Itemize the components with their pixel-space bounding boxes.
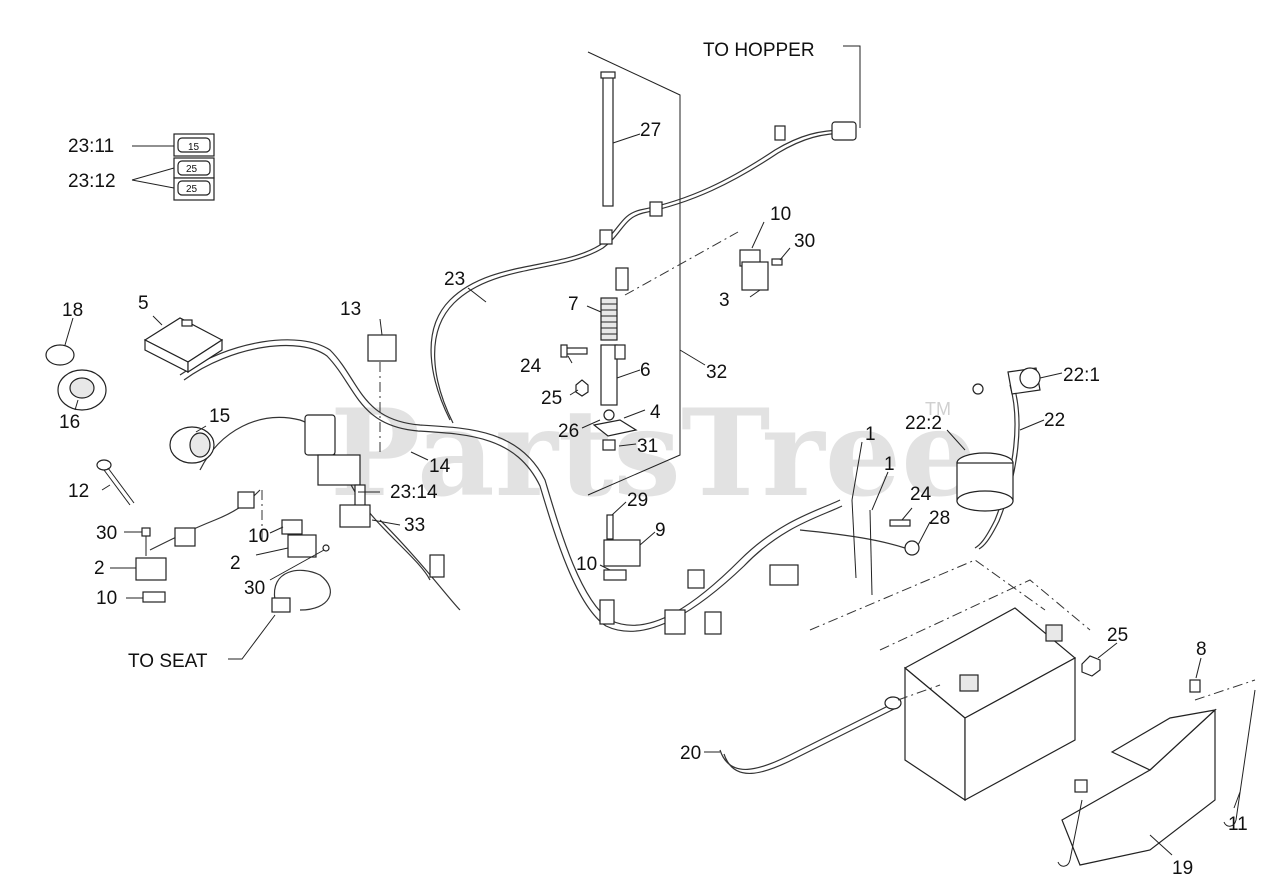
connector-label-25a: 25: [186, 164, 198, 175]
nut-25-right: [1081, 655, 1101, 677]
part-number: 10: [248, 526, 269, 547]
bolt-24-and-nut-25: [560, 344, 589, 397]
seat-switch-cable: [271, 569, 331, 613]
switch-2-middle: [261, 490, 330, 558]
part-number: 5: [138, 293, 149, 314]
main-wiring-harness: [149, 339, 906, 635]
rod-27: [600, 71, 616, 207]
leader-lines: [64, 45, 1241, 856]
part-number: 33: [404, 515, 425, 536]
part-number: 10: [770, 204, 791, 225]
part-number: 24: [910, 484, 932, 505]
part-number: 29: [627, 490, 648, 511]
label-23-12: 23:12: [68, 171, 116, 192]
part-number: 2: [94, 558, 105, 579]
part-number: 31: [637, 436, 658, 457]
battery-cable-22: [956, 367, 1041, 550]
label-23-14: 23:14: [390, 482, 438, 503]
part-number: 20: [680, 743, 701, 764]
part-number: 4: [650, 402, 661, 423]
part-number: 32: [706, 362, 727, 383]
label-22-1: 22:1: [1063, 365, 1100, 386]
label-to-seat: TO SEAT: [128, 651, 208, 672]
relay-13: [367, 334, 397, 455]
sensor-12: [96, 459, 135, 506]
part-number: 24: [520, 356, 542, 377]
cable-ties-1: [851, 499, 920, 596]
part-number: 28: [929, 508, 950, 529]
battery-hold-down-19: [1057, 679, 1256, 867]
part-number: 9: [655, 520, 666, 541]
mounting-plate-outline: [587, 51, 681, 496]
connector-label-25b: 25: [186, 184, 198, 195]
wiring-harness-23: [430, 121, 857, 424]
key-switch-16: [45, 344, 107, 411]
part-number: 16: [59, 412, 80, 433]
part-number: 18: [62, 300, 83, 321]
switch-3: [624, 231, 783, 296]
switch-9: [603, 514, 641, 581]
part-number: 26: [558, 421, 579, 442]
part-number: 27: [640, 120, 661, 141]
part-number: 8: [1196, 639, 1207, 660]
part-number: 15: [209, 406, 230, 427]
part-number: 12: [68, 481, 89, 502]
connector-inset: 15 25 25: [173, 133, 215, 201]
part-number: 7: [568, 294, 579, 315]
battery: [809, 559, 1091, 802]
watermark: PartsTree: [330, 383, 977, 524]
part-number: 19: [1172, 858, 1193, 879]
watermark-tm: TM: [925, 399, 951, 419]
part-number: 30: [244, 578, 265, 599]
part-number: 1: [884, 454, 895, 475]
part-number: 25: [1107, 625, 1128, 646]
part-number: 1: [865, 424, 876, 445]
part-number: 30: [794, 231, 815, 252]
battery-cable-20: [719, 684, 941, 774]
part-number: 2: [230, 553, 241, 574]
part-number: 3: [719, 290, 730, 311]
part-number: 30: [96, 523, 117, 544]
part-number: 22: [1044, 410, 1065, 431]
connector-label-15: 15: [188, 142, 200, 153]
pto-switch-15: [169, 426, 215, 464]
part-number: 10: [96, 588, 117, 609]
part-number: 14: [429, 456, 451, 477]
callout-labels: TO HOPPER TO SEAT 23:11 23:12 23:14 22:1…: [59, 40, 1248, 879]
label-22-2: 22:2: [905, 413, 942, 434]
label-to-hopper: TO HOPPER: [703, 40, 815, 61]
part-number: 23: [444, 269, 465, 290]
spring-assembly: [592, 297, 638, 451]
part-number: 10: [576, 554, 597, 575]
switch-2-left: [135, 527, 167, 603]
part-number: 11: [1228, 814, 1248, 835]
part-number: 25: [541, 388, 562, 409]
part-number: 13: [340, 299, 361, 320]
label-23-11: 23:11: [68, 136, 114, 157]
part-number: 6: [640, 360, 651, 381]
hour-meter-5: [143, 317, 224, 374]
